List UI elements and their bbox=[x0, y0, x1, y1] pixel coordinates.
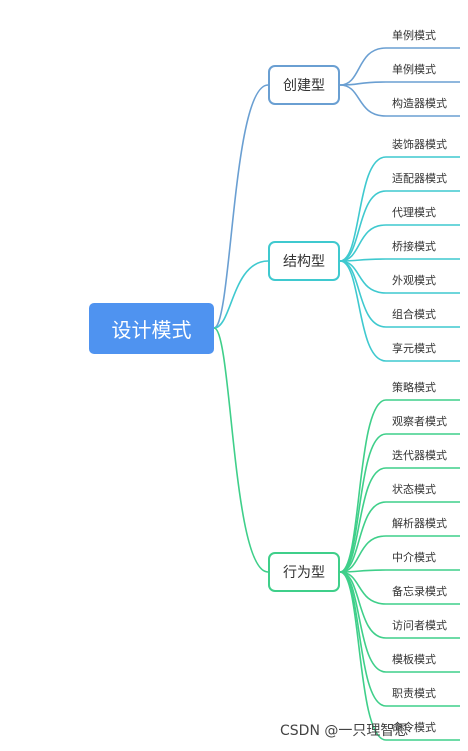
watermark: CSDN @一只理智恩 bbox=[280, 720, 408, 740]
connector-leaf-structural-2 bbox=[339, 224, 460, 262]
connector-leaf-behavioral-4 bbox=[339, 535, 460, 573]
leaf-node-behavioral: 中介模式 bbox=[392, 551, 436, 564]
category-node-behavioral: 行为型 bbox=[268, 552, 340, 592]
leaf-node-structural: 享元模式 bbox=[392, 342, 436, 355]
category-label: 创建型 bbox=[283, 78, 325, 94]
leaf-node-behavioral: 策略模式 bbox=[392, 381, 436, 394]
leaf-node-behavioral: 职责模式 bbox=[392, 687, 436, 700]
leaf-node-behavioral: 访问者模式 bbox=[392, 619, 447, 632]
leaf-node-creational: 构造器模式 bbox=[392, 97, 447, 110]
category-label: 行为型 bbox=[283, 565, 325, 581]
connector-leaf-structural-4 bbox=[339, 260, 460, 294]
connector-leaf-creational-0 bbox=[339, 47, 460, 86]
connector-leaf-creational-1 bbox=[339, 81, 460, 86]
connector-leaf-behavioral-6 bbox=[339, 571, 460, 605]
connector-leaf-behavioral-5 bbox=[339, 569, 460, 573]
leaf-node-behavioral: 迭代器模式 bbox=[392, 449, 447, 462]
leaf-node-behavioral: 状态模式 bbox=[392, 483, 436, 496]
category-node-creational: 创建型 bbox=[268, 65, 340, 105]
connector-leaf-creational-2 bbox=[339, 84, 460, 117]
connector-leaf-structural-0 bbox=[339, 156, 460, 262]
leaf-node-creational: 单例模式 bbox=[392, 63, 436, 76]
connector-leaf-structural-3 bbox=[339, 258, 460, 262]
leaf-node-structural: 桥接模式 bbox=[392, 240, 436, 253]
leaf-node-structural: 组合模式 bbox=[392, 308, 436, 321]
leaf-node-structural: 装饰器模式 bbox=[392, 138, 447, 151]
root-node-label: 设计模式 bbox=[111, 318, 192, 342]
leaf-node-structural: 外观模式 bbox=[392, 274, 436, 287]
connector-leaf-behavioral-2 bbox=[339, 467, 460, 573]
leaf-node-behavioral: 观察者模式 bbox=[392, 415, 447, 428]
connector-leaf-behavioral-1 bbox=[339, 433, 460, 573]
leaf-node-behavioral: 命令模式 bbox=[392, 721, 436, 734]
category-label: 结构型 bbox=[283, 254, 325, 270]
leaf-node-behavioral: 解析器模式 bbox=[392, 517, 447, 530]
connector-root-structural bbox=[213, 260, 269, 329]
root-node-design-patterns: 设计模式 bbox=[89, 303, 214, 354]
connector-leaf-behavioral-3 bbox=[339, 501, 460, 573]
connector-leaf-structural-1 bbox=[339, 190, 460, 262]
connector-leaf-behavioral-10 bbox=[339, 571, 460, 741]
category-node-structural: 结构型 bbox=[268, 241, 340, 281]
leaf-node-behavioral: 备忘录模式 bbox=[392, 585, 447, 598]
connector-root-behavioral bbox=[213, 327, 269, 573]
leaf-node-structural: 适配器模式 bbox=[392, 172, 447, 185]
leaf-node-structural: 代理模式 bbox=[392, 206, 436, 219]
connector-leaf-structural-6 bbox=[339, 260, 460, 362]
leaf-node-creational: 单例模式 bbox=[392, 29, 436, 42]
leaf-node-behavioral: 模板模式 bbox=[392, 653, 436, 666]
watermark-text: CSDN @一只理智恩 bbox=[280, 723, 409, 739]
connector-root-creational bbox=[213, 84, 269, 329]
